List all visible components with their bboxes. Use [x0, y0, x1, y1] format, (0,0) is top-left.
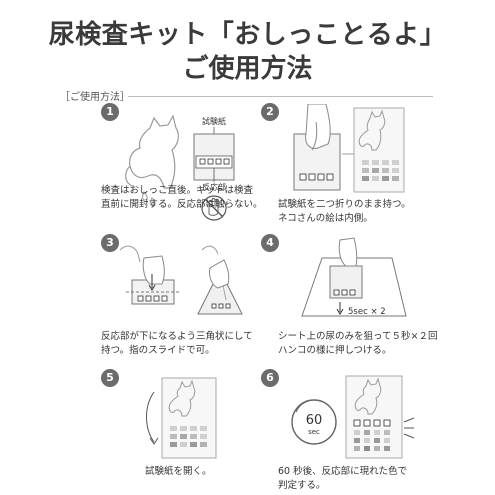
- section-divider: [128, 96, 433, 97]
- step-1-caption: 検査はおしっこ直後。キットは検査 直前に開封する。反応部は触らない。: [101, 185, 263, 210]
- step-4-caption: シート上の尿のみを狙って５秒×２回 ハンコの様に押しつける。: [278, 331, 438, 356]
- step-1-illustration: 試験紙 反応部: [110, 106, 255, 226]
- cat-icon: [358, 109, 386, 151]
- title-line-1: 尿検査キット「おしっことるよ」: [48, 20, 447, 50]
- timer-unit: sec: [308, 428, 320, 436]
- step-3-number: 3: [101, 234, 119, 252]
- cat-icon: [125, 114, 179, 189]
- timer-icon: 60 sec: [291, 399, 337, 445]
- step-4-number: 4: [261, 234, 279, 252]
- step-5-number: 5: [101, 369, 119, 387]
- press-timer-label: 5sec × 2: [348, 307, 386, 317]
- no-touch-icon: [201, 195, 227, 221]
- step-1-number: 1: [101, 103, 119, 121]
- step-3-illustration: [118, 240, 248, 320]
- section-label: ［ご使用方法］: [60, 92, 130, 103]
- step-6-number: 6: [261, 369, 279, 387]
- step-2-illustration: [280, 104, 405, 196]
- step-5-illustration: [140, 372, 230, 462]
- cat-icon: [168, 379, 196, 417]
- step-3-caption: 反応部が下になるよう三角状にして 持つ。指のスライドで可。: [101, 331, 253, 356]
- test-paper-label: 試験紙: [202, 116, 226, 126]
- title-line-2: ご使用方法: [182, 54, 313, 84]
- step-2-caption: 試験紙を二つ折りのまま持つ。 ネコさんの絵は内側。: [278, 199, 411, 224]
- reaction-area-label: 反応部: [202, 182, 226, 192]
- step-5-caption: 試験紙を開く。: [145, 466, 212, 477]
- step-2-number: 2: [261, 103, 279, 121]
- step-6-caption: 60 秒後、反応部に現れた色で 判定する。: [278, 466, 408, 491]
- timer-value: 60: [306, 413, 323, 428]
- step-6-illustration: 60 sec: [290, 372, 420, 462]
- cat-icon: [354, 377, 382, 415]
- step-4-illustration: 5sec × 2: [300, 236, 410, 322]
